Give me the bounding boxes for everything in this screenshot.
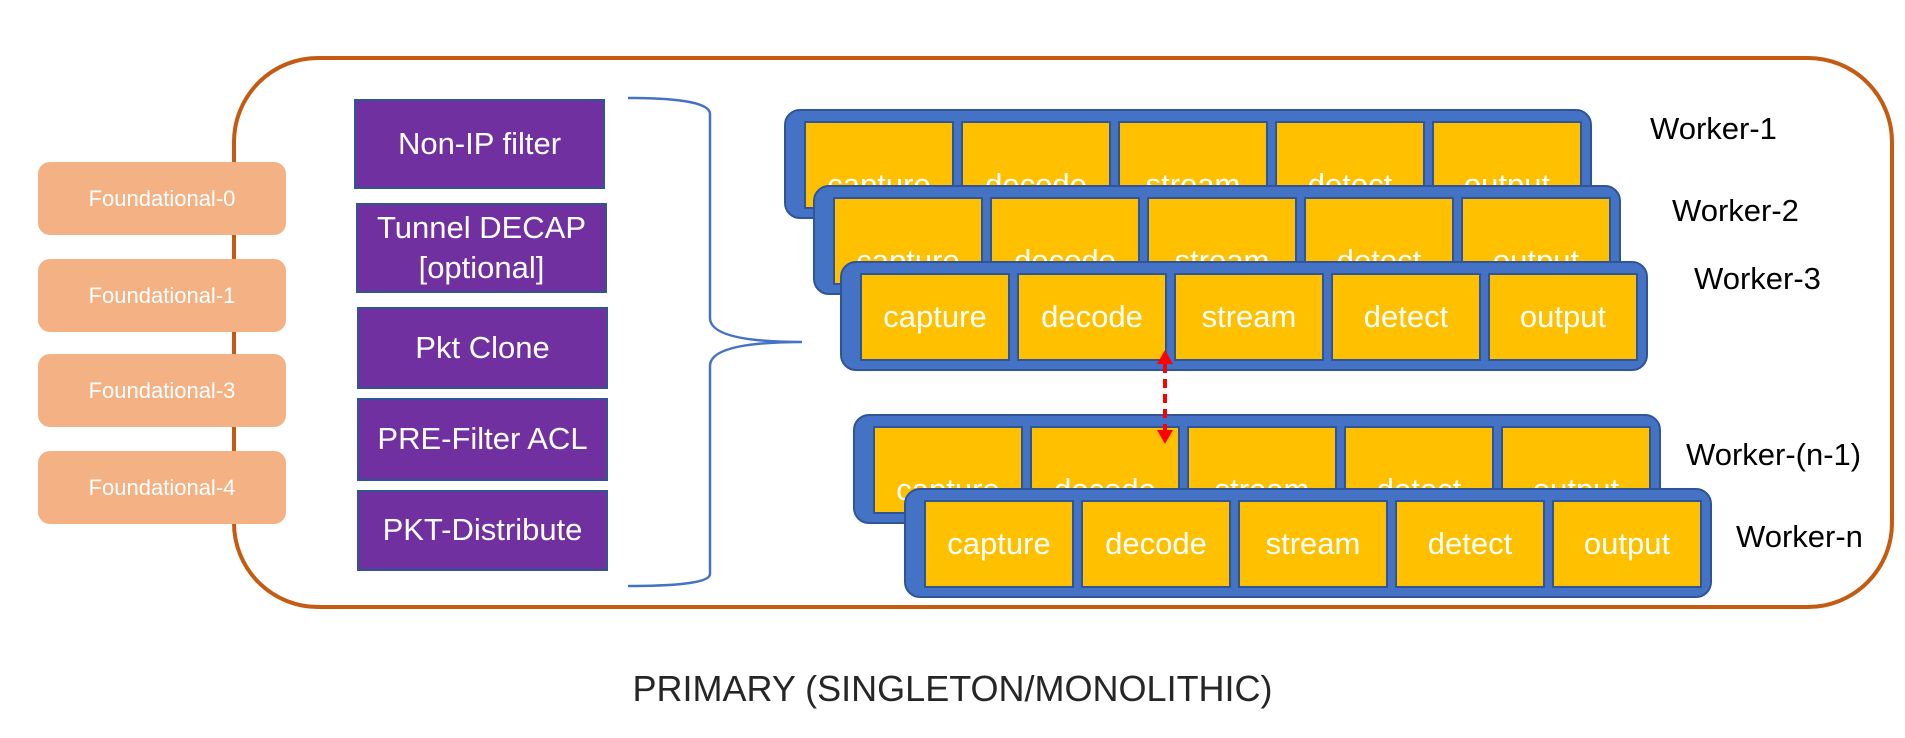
stage-label: Pkt Clone (415, 329, 550, 365)
foundational-block: Foundational-4 (38, 451, 286, 524)
stage-pkt-clone: Pkt Clone (357, 307, 608, 389)
stage-label: Non-IP filter (397, 125, 562, 161)
stream-cell: stream (1238, 500, 1388, 588)
curly-brace (627, 96, 803, 588)
stage-non-ip-filter: Non-IP filter (354, 99, 605, 189)
capture-cell: capture (924, 500, 1074, 588)
worker-label: Worker-n (1736, 519, 1863, 554)
stream-cell: stream (1174, 273, 1324, 361)
detect-cell: detect (1331, 273, 1481, 361)
stage-pkt-distribute: PKT-Distribute (357, 490, 608, 571)
output-cell: output (1488, 273, 1638, 361)
output-cell: output (1552, 500, 1702, 588)
decode-cell: decode (1081, 500, 1231, 588)
worker-label: Worker-2 (1672, 193, 1799, 228)
decode-cell: decode (1017, 273, 1167, 361)
double-arrow-icon (1157, 350, 1173, 444)
foundational-block: Foundational-3 (38, 354, 286, 427)
stage-label: PRE-Filter ACL (377, 421, 588, 457)
foundational-label: Foundational-0 (88, 185, 236, 211)
worker-n: capture decode stream detect output (904, 488, 1712, 598)
diagram-caption: PRIMARY (SINGLETON/MONOLITHIC) (632, 668, 1273, 709)
foundational-block: Foundational-1 (38, 259, 286, 332)
stage-sublabel: [optional] (418, 250, 545, 285)
worker-label: Worker-1 (1650, 111, 1777, 146)
stage-label: Tunnel DECAP (376, 209, 587, 245)
foundational-label: Foundational-4 (88, 474, 236, 500)
foundational-label: Foundational-3 (88, 377, 236, 403)
worker-label: Worker-(n-1) (1686, 437, 1862, 472)
foundational-label: Foundational-1 (88, 282, 236, 308)
worker-3: capture decode stream detect output (840, 261, 1648, 371)
detect-cell: detect (1395, 500, 1545, 588)
foundational-block: Foundational-0 (38, 162, 286, 235)
capture-cell: capture (860, 273, 1010, 361)
worker-label: Worker-3 (1694, 261, 1821, 296)
primary-frame (232, 56, 1894, 609)
stage-tunnel-decap: Tunnel DECAP [optional] (356, 203, 607, 293)
stage-pre-filter-acl: PRE-Filter ACL (357, 398, 608, 481)
stage-label: PKT-Distribute (382, 512, 583, 548)
